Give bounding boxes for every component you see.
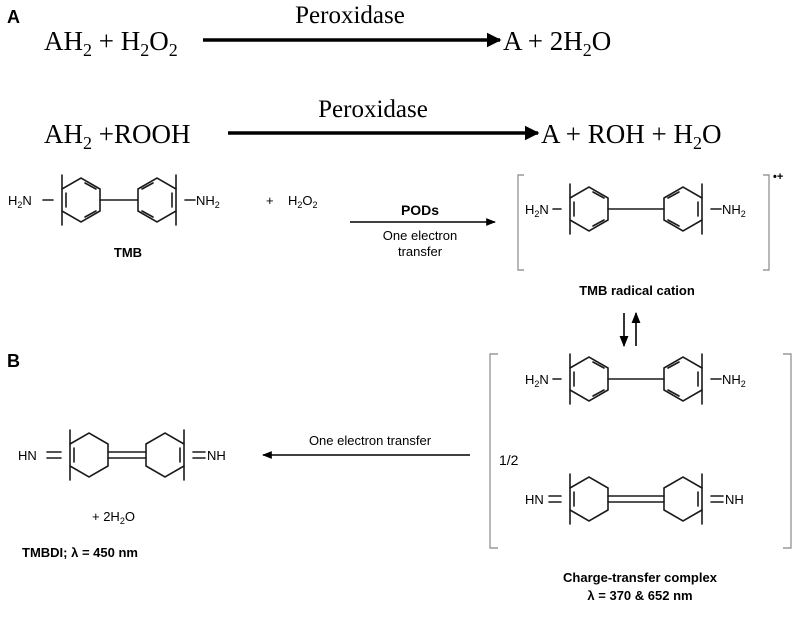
condition-line-2: transfer: [398, 244, 443, 259]
equation2-products: A + ROH + H2O: [541, 119, 721, 153]
ctc-nh2-left: H2N: [525, 372, 549, 389]
equation2-reactants: AH2 +ROOH: [44, 119, 190, 153]
tmb-label: TMB: [114, 245, 142, 260]
equation1-reactants: AH2 + H2O2: [44, 26, 178, 60]
tmb-radical-label: TMB radical cation: [579, 283, 695, 298]
reaction1-h2o2: H2O2: [288, 193, 318, 210]
panel-label-b: B: [7, 351, 20, 371]
panel-label-a: A: [7, 7, 20, 27]
electron-transfer-label: One electron transfer: [309, 433, 432, 448]
ctc-hn-left: HN: [525, 492, 544, 507]
tmbdi-label: TMBDI; λ = 450 nm: [22, 545, 138, 560]
tmb-bonds: [42, 174, 196, 226]
equation1-products: A + 2H2O: [503, 26, 611, 60]
ctc-diimine-structure: HN NH: [525, 473, 744, 525]
tmb-radical-structure: H2N NH2 •+: [517, 171, 783, 271]
ctc-bracket-right: [783, 353, 792, 549]
radical-bracket-left: [517, 174, 524, 271]
condition-line-1: One electron: [383, 228, 457, 243]
radical-charge: •+: [773, 171, 783, 183]
tmb-nh2-right: NH2: [196, 193, 220, 210]
tmb-nh2-left: H2N: [8, 193, 32, 210]
half-factor: 1/2: [499, 452, 519, 468]
equilibrium-arrows: [619, 311, 641, 348]
radical-nh2-left: H2N: [525, 202, 549, 219]
tmbdi-structure: HN NH: [18, 429, 226, 481]
tmb-structure: H2N NH2: [8, 174, 220, 226]
tmbdi-nh-right: NH: [207, 448, 226, 463]
plus-water: + 2H2O: [92, 509, 135, 526]
pods-label: PODs: [401, 202, 439, 218]
ctc-nh-right: NH: [725, 492, 744, 507]
radical-bonds: [552, 183, 722, 235]
ctc-lambda: λ = 370 & 652 nm: [587, 588, 692, 603]
equation2-enzyme: Peroxidase: [318, 96, 428, 123]
radical-nh2-right: NH2: [722, 202, 746, 219]
radical-bracket-right: [763, 174, 770, 271]
reaction1-plus: +: [266, 193, 274, 208]
equation1-enzyme: Peroxidase: [295, 2, 405, 29]
ctc-nh2-right: NH2: [722, 372, 746, 389]
ctc-bracket-left: [489, 353, 498, 549]
ctc-title: Charge-transfer complex: [563, 570, 718, 585]
tmbdi-hn-left: HN: [18, 448, 37, 463]
ctc-tmb-structure: H2N NH2: [525, 353, 746, 405]
